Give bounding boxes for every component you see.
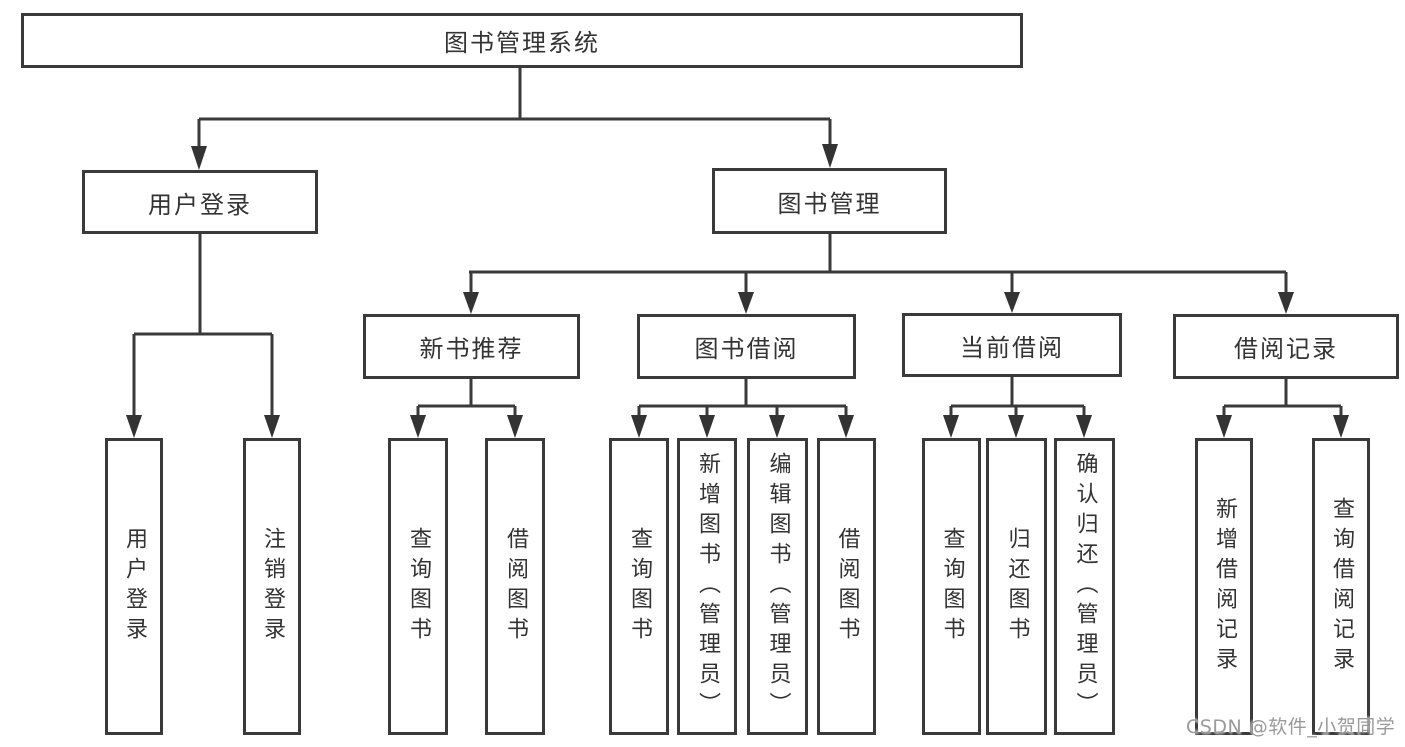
node-user-login: 用户登录 [82, 170, 318, 234]
leaf-label: 归还图书 [1004, 526, 1030, 647]
leaf-query-books-newbook: 查询图书 [388, 438, 448, 735]
node-new-book-recommend: 新书推荐 [363, 314, 580, 379]
connector-stems-and-buses [132, 68, 1343, 418]
leaf-user-login: 用户登录 [105, 438, 163, 735]
leaf-label: 查询借阅记录 [1329, 496, 1354, 677]
leaf-return-books: 归还图书 [986, 438, 1047, 735]
leaf-add-books-admin: 新增图书（管理员） [677, 438, 737, 735]
leaf-query-books-borrowing: 查询图书 [609, 438, 669, 735]
connector-arrowheads [126, 144, 1349, 438]
leaf-confirm-return-admin: 确认归还（管理员） [1054, 438, 1115, 735]
leaf-borrow-books: 借阅图书 [817, 438, 876, 735]
leaf-query-borrow-record: 查询借阅记录 [1312, 438, 1370, 735]
node-current-borrowing: 当前借阅 [902, 313, 1122, 377]
leaf-edit-books-admin: 编辑图书（管理员） [747, 438, 808, 735]
leaf-label: 查询图书 [627, 526, 652, 647]
node-library-management-system: 图书管理系统 [21, 13, 1023, 68]
leaf-logout: 注销登录 [243, 438, 301, 735]
csdn-watermark: CSDN @软件_小贺同学 [1186, 716, 1396, 738]
leaf-label: 确认归还（管理员） [1072, 451, 1098, 722]
leaf-label: 编辑图书（管理员） [765, 451, 791, 722]
node-book-borrowing: 图书借阅 [637, 314, 856, 379]
leaf-label: 借阅图书 [834, 526, 860, 647]
leaf-label: 新增图书（管理员） [695, 451, 720, 722]
leaf-label: 查询图书 [406, 526, 431, 647]
leaf-label: 查询图书 [939, 526, 965, 647]
leaf-query-books-current: 查询图书 [922, 438, 981, 735]
node-book-management: 图书管理 [712, 168, 947, 234]
leaf-label: 借阅图书 [503, 526, 528, 647]
leaf-add-borrow-record: 新增借阅记录 [1195, 438, 1253, 735]
leaf-borrow-books-newbook: 借阅图书 [485, 438, 545, 735]
leaf-label: 用户登录 [122, 526, 147, 647]
leaf-label: 注销登录 [260, 526, 285, 647]
leaf-label: 新增借阅记录 [1212, 496, 1237, 677]
node-borrow-records: 借阅记录 [1173, 314, 1399, 379]
